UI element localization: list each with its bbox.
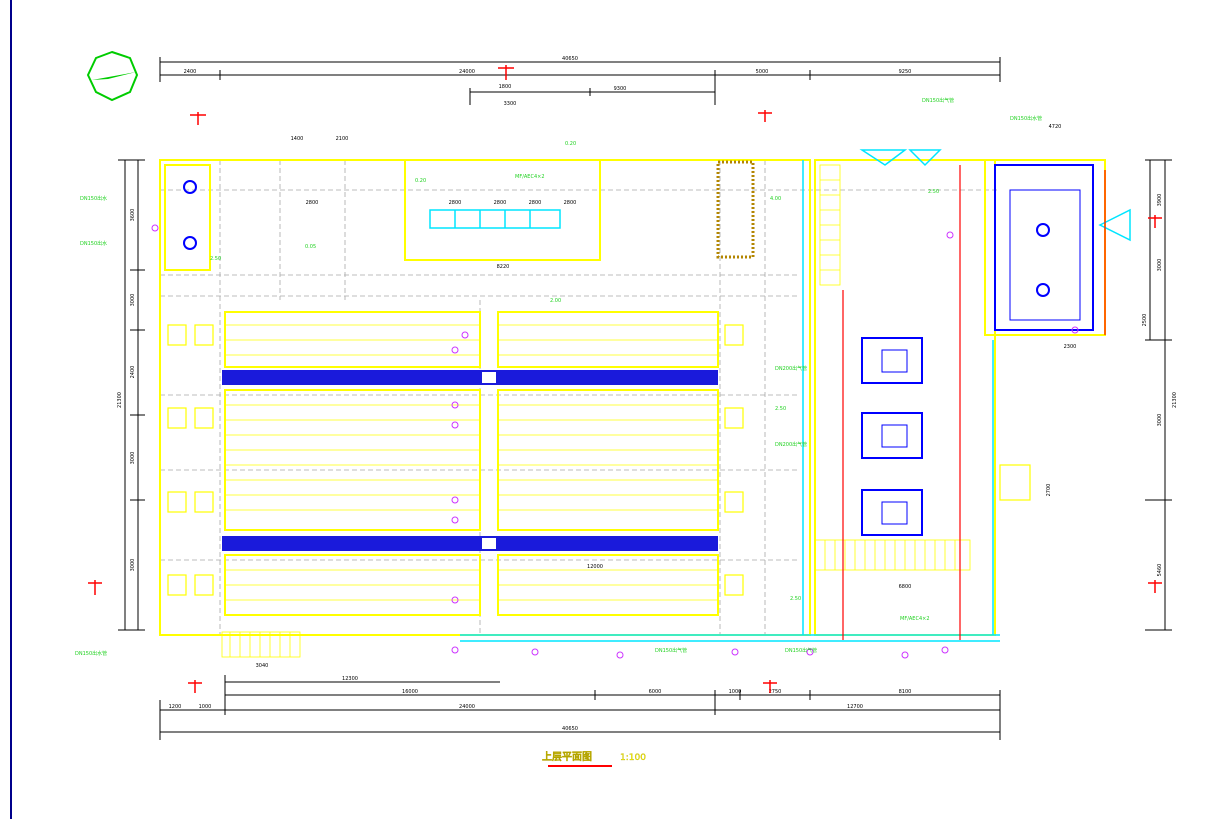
dim-top-3: 5000 (756, 69, 769, 75)
dim-bottom-1: 12300 (342, 676, 358, 682)
bottom-dimension-chain (159, 675, 1001, 740)
stairs (221, 164, 971, 658)
dim-right-3: 2500 (1142, 314, 1148, 327)
dim-left-5: 3000 (130, 559, 136, 572)
dim-right-4: 3000 (1157, 414, 1163, 427)
north-arrow-icon (86, 50, 139, 102)
label-duct-note: MF/AEC4×2 (515, 174, 545, 180)
dim-bottom-row2-3: 24000 (459, 704, 475, 710)
dim-inner-10: 2300 (1064, 344, 1077, 350)
label-elev-1: 2.00 (550, 298, 561, 304)
label-pipe-dn200-2: DN200出气管 (775, 441, 807, 448)
dim-left-total: 21300 (117, 392, 123, 408)
building-walls (159, 159, 1106, 636)
dim-inner-7: 12000 (587, 564, 603, 570)
label-elev-8: 2.50 (790, 596, 801, 602)
label-pipe-bottom-2: DN150出气管 (785, 647, 817, 654)
dim-left-1: 3600 (130, 209, 136, 222)
dim-inner-3: 2800 (449, 200, 462, 206)
dim-top-small-3: 1400 (291, 136, 304, 142)
side-dimension-chains (118, 159, 1172, 631)
columns (167, 324, 1031, 596)
section-mark-icon (88, 65, 1162, 693)
dim-top-1: 2400 (184, 69, 197, 75)
dim-top-4: 9250 (899, 69, 912, 75)
red-pipes (842, 165, 1106, 640)
label-bottom-left-note: DN150出水管 (75, 650, 107, 657)
label-elev-3: 0.05 (305, 244, 316, 250)
grid-lines (160, 160, 1000, 635)
dim-bottom-row2-2: 1000 (199, 704, 212, 710)
label-pipe-right: DN150出水管 (1010, 115, 1042, 122)
label-elev-5: 0.20 (565, 141, 576, 147)
drawing-scale: 1:100 (620, 753, 646, 763)
label-duct-note-2: MF/AEC4×2 (900, 616, 930, 622)
dim-right-5: 5460 (1157, 564, 1163, 577)
dim-bottom-6: 1000 (729, 689, 742, 695)
label-elev-2: 0.20 (415, 178, 426, 184)
label-elev-6: 4.00 (770, 196, 781, 202)
dim-top-row2: 9300 (614, 86, 627, 92)
dim-top-small-5: 4720 (1049, 124, 1062, 130)
equipment-tags (151, 224, 1079, 659)
dim-right-total: 21300 (1172, 392, 1178, 408)
dim-inner-2: 2800 (306, 200, 319, 206)
dim-bottom-3: 6000 (649, 689, 662, 695)
dim-inner-5: 2800 (529, 200, 542, 206)
dim-inner-1: 8220 (497, 264, 510, 270)
label-elev-7: 2.50 (775, 406, 786, 412)
dim-bottom-row2-1: 1200 (169, 704, 182, 710)
dim-top-2: 24000 (459, 69, 475, 75)
label-inlet-left-2: DN150出水 (80, 240, 107, 247)
dim-right-1: 3900 (1157, 194, 1163, 207)
dim-inner-4: 2800 (494, 200, 507, 206)
dim-inner-8: 3040 (256, 663, 269, 669)
label-inlet-left-1: DN150出水 (80, 195, 107, 202)
hatched-wall (716, 160, 755, 259)
dim-bottom-row2-4: 12700 (847, 704, 863, 710)
dim-bottom-total: 40650 (562, 726, 578, 732)
label-pipe-dn200-1: DN200出气管 (775, 365, 807, 372)
dim-right-2: 3000 (1157, 259, 1163, 272)
dim-left-3: 2400 (130, 366, 136, 379)
dim-bottom-2: 16000 (402, 689, 418, 695)
dim-inner-9: 6800 (899, 584, 912, 590)
dim-top-small-1: 1800 (499, 84, 512, 90)
blue-channels (222, 370, 718, 551)
equipment-inner (881, 189, 1081, 525)
dim-inner-6: 2800 (564, 200, 577, 206)
dim-top-total: 40650 (562, 56, 578, 62)
cyan-ducts (429, 149, 1131, 642)
dim-bottom-5: 8100 (899, 689, 912, 695)
tank-stripes (225, 324, 718, 601)
equipment-blocks (183, 164, 1094, 536)
drawing-title: 上层平面图 (542, 750, 592, 763)
dim-top-small-4: 2100 (336, 136, 349, 142)
dim-left-4: 3000 (130, 452, 136, 465)
label-elev-9: 2.50 (928, 189, 939, 195)
dim-bottom-4: 2750 (769, 689, 782, 695)
label-pipe-upper-right: DN150出气管 (922, 97, 954, 104)
dim-top-small-2: 3300 (504, 101, 517, 107)
top-dimension-chain (159, 57, 1001, 105)
label-elev-4: 2.50 (210, 256, 221, 262)
dim-right-6: 2700 (1046, 484, 1052, 497)
dim-left-2: 3000 (130, 294, 136, 307)
label-pipe-bottom-1: DN150出气管 (655, 647, 687, 654)
